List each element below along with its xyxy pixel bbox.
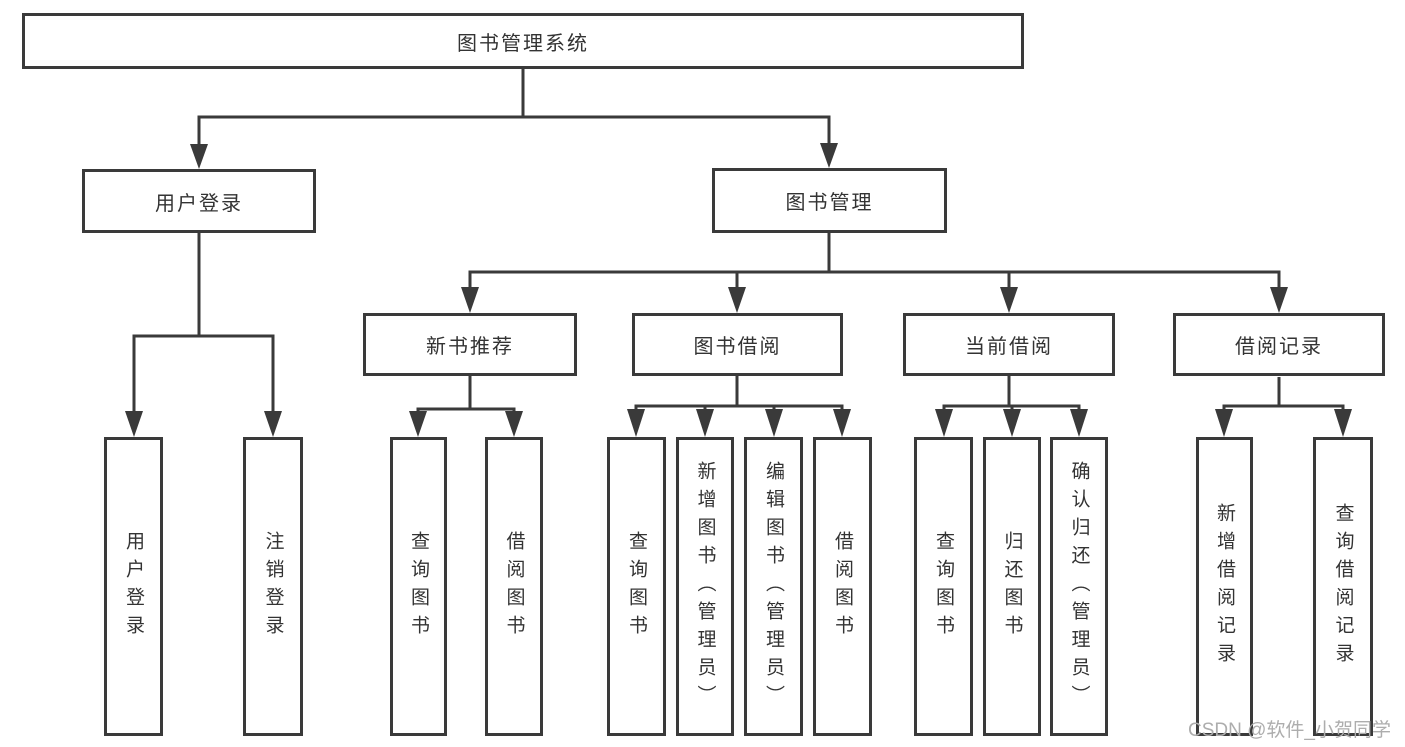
leaf-user-login: 用户登录 bbox=[104, 437, 163, 736]
connector-records-to-leaves bbox=[1215, 377, 1352, 437]
leaf-borrow-query-books-label: 查询图书 bbox=[626, 530, 647, 643]
node-book-borrow-label: 图书借阅 bbox=[693, 336, 782, 358]
leaf-borrow-add-book-admin-label: 新增图书（管理员） bbox=[694, 460, 716, 713]
leaf-borrow-query-books: 查询图书 bbox=[607, 437, 666, 736]
node-user-login: 用户登录 bbox=[82, 169, 316, 233]
connector-current-to-leaves bbox=[935, 376, 1088, 437]
node-borrow-records: 借阅记录 bbox=[1173, 313, 1385, 376]
leaf-records-query-record-label: 查询借阅记录 bbox=[1332, 502, 1354, 671]
leaf-borrow-edit-book-admin-label: 编辑图书（管理员） bbox=[763, 460, 784, 713]
leaf-records-add-record-label: 新增借阅记录 bbox=[1214, 502, 1235, 671]
connector-borrow-to-leaves bbox=[627, 376, 851, 437]
leaf-current-confirm-return-admin: 确认归还（管理员） bbox=[1050, 437, 1108, 736]
node-library-management-system: 图书管理系统 bbox=[22, 13, 1024, 69]
leaf-current-query-books-label: 查询图书 bbox=[933, 530, 954, 643]
leaf-logout: 注销登录 bbox=[243, 437, 303, 736]
leaf-borrow-borrow-books-label: 借阅图书 bbox=[832, 530, 853, 643]
connector-management-to-level3 bbox=[461, 233, 1288, 313]
leaf-current-return-books: 归还图书 bbox=[983, 437, 1041, 736]
leaf-borrow-edit-book-admin: 编辑图书（管理员） bbox=[744, 437, 803, 736]
leaf-records-add-record: 新增借阅记录 bbox=[1196, 437, 1253, 736]
node-user-login-label: 用户登录 bbox=[155, 192, 243, 215]
node-new-book-recommend: 新书推荐 bbox=[363, 313, 577, 376]
node-current-borrow-label: 当前借阅 bbox=[965, 336, 1053, 358]
node-book-management: 图书管理 bbox=[712, 168, 947, 233]
connector-login-to-leaves bbox=[125, 233, 282, 437]
connector-recommend-to-leaves bbox=[409, 376, 523, 437]
leaf-recommend-query-books: 查询图书 bbox=[390, 437, 447, 736]
leaf-current-query-books: 查询图书 bbox=[914, 437, 973, 736]
leaf-records-query-record: 查询借阅记录 bbox=[1313, 437, 1373, 736]
leaf-current-confirm-return-admin-label: 确认归还（管理员） bbox=[1068, 460, 1090, 713]
node-current-borrow: 当前借阅 bbox=[903, 313, 1115, 376]
connector-root-to-level2 bbox=[190, 69, 838, 169]
leaf-borrow-borrow-books: 借阅图书 bbox=[813, 437, 872, 736]
leaf-recommend-borrow-books: 借阅图书 bbox=[485, 437, 543, 736]
leaf-current-return-books-label: 归还图书 bbox=[1001, 530, 1023, 643]
node-borrow-records-label: 借阅记录 bbox=[1235, 336, 1323, 358]
node-new-book-recommend-label: 新书推荐 bbox=[426, 336, 514, 358]
leaf-user-login-label: 用户登录 bbox=[123, 530, 144, 643]
leaf-recommend-query-books-label: 查询图书 bbox=[408, 530, 429, 643]
watermark: CSDN @软件_小贺同学 bbox=[1188, 720, 1391, 741]
leaf-logout-label: 注销登录 bbox=[262, 530, 284, 643]
leaf-borrow-add-book-admin: 新增图书（管理员） bbox=[676, 437, 734, 736]
node-book-borrow: 图书借阅 bbox=[632, 313, 843, 376]
node-library-management-system-label: 图书管理系统 bbox=[457, 32, 589, 55]
node-book-management-label: 图书管理 bbox=[785, 192, 874, 214]
leaf-recommend-borrow-books-label: 借阅图书 bbox=[503, 530, 525, 643]
